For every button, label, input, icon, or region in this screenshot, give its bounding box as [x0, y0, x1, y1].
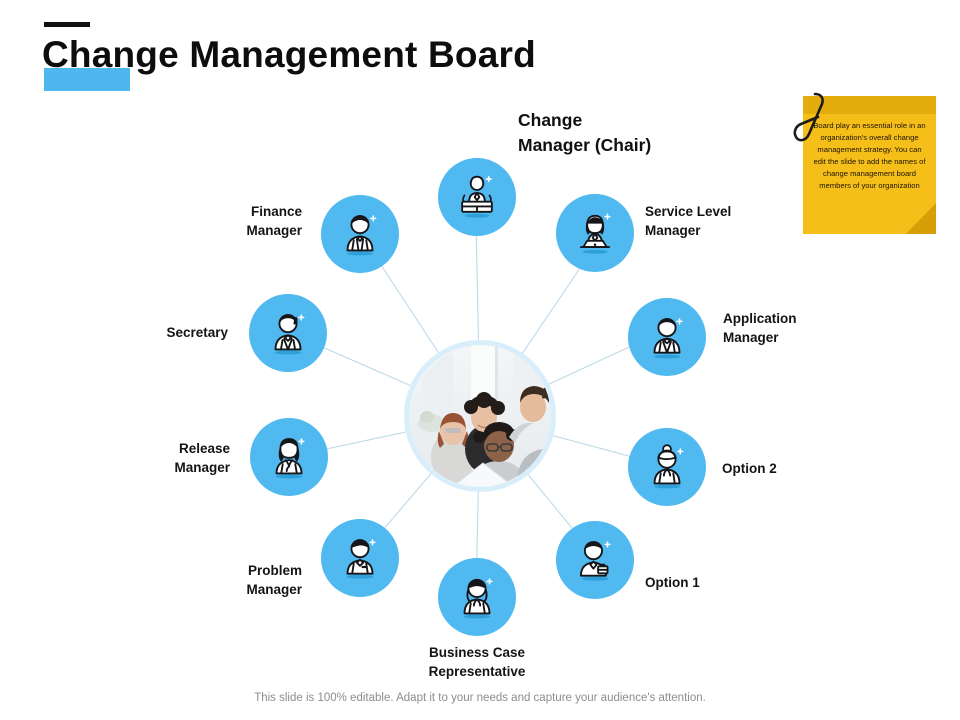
sticky-note: Board play an essential role in an organ…	[793, 92, 936, 234]
node-bubble	[321, 195, 399, 273]
node-label-finance-manager: Finance Manager	[246, 204, 302, 238]
person-at-podium-icon	[461, 175, 493, 218]
center-photo-image	[409, 345, 551, 487]
woman-with-laptop-icon	[580, 213, 611, 254]
sticky-note-body	[803, 96, 936, 234]
node-change-manager-chair[interactable]	[438, 158, 516, 236]
node-option-2[interactable]	[628, 428, 706, 506]
node-bubble	[556, 521, 634, 599]
woman-scarf-icon	[275, 438, 305, 479]
node-service-level-manager[interactable]	[556, 194, 634, 272]
node-secretary[interactable]	[249, 294, 327, 372]
chair-heading: Change Manager (Chair)	[518, 110, 652, 156]
paperclip-icon	[793, 92, 824, 142]
node-bubble	[556, 194, 634, 272]
node-option-1[interactable]	[556, 521, 634, 599]
page-title: Change Management Board	[42, 34, 536, 75]
node-application-manager[interactable]	[628, 298, 706, 376]
node-label-option-1: Option 1	[645, 575, 700, 590]
title-rule-decoration	[44, 22, 90, 27]
node-label-secretary: Secretary	[166, 325, 228, 340]
businessman-suit-icon	[653, 318, 683, 359]
node-finance-manager[interactable]	[321, 195, 399, 273]
center-team-photo	[404, 340, 556, 492]
sticky-note-top-shade	[803, 96, 936, 114]
node-bubble	[438, 158, 516, 236]
node-label-business-case-representative: Business Case Representative	[428, 645, 526, 679]
node-bubble	[628, 298, 706, 376]
node-problem-manager[interactable]	[321, 519, 399, 597]
node-bubble	[249, 294, 327, 372]
sticky-note-text: Board play an essential role in an organ…	[813, 121, 926, 190]
title-highlight-bar	[44, 68, 130, 91]
man-necktie-icon	[346, 215, 377, 256]
node-label-application-manager: Application Manager	[723, 311, 797, 345]
node-label-option-2: Option 2	[722, 461, 777, 476]
footer-note: This slide is 100% editable. Adapt it to…	[254, 692, 706, 704]
man-badge-shirt-icon	[346, 539, 376, 579]
woman-bun-hair-icon	[653, 444, 684, 489]
node-release-manager[interactable]	[250, 418, 328, 496]
man-with-briefcase-icon	[580, 541, 611, 581]
node-bubble	[321, 519, 399, 597]
node-bubble	[438, 558, 516, 636]
node-bubble	[628, 428, 706, 506]
woman-ponytail-icon	[463, 578, 493, 619]
node-business-case-representative[interactable]	[438, 558, 516, 636]
man-suit-tie-icon	[274, 314, 305, 355]
node-label-problem-manager: Problem Manager	[246, 563, 302, 597]
node-label-release-manager: Release Manager	[174, 441, 230, 475]
node-bubble	[250, 418, 328, 496]
node-label-service-level-manager: Service Level Manager	[645, 204, 732, 238]
